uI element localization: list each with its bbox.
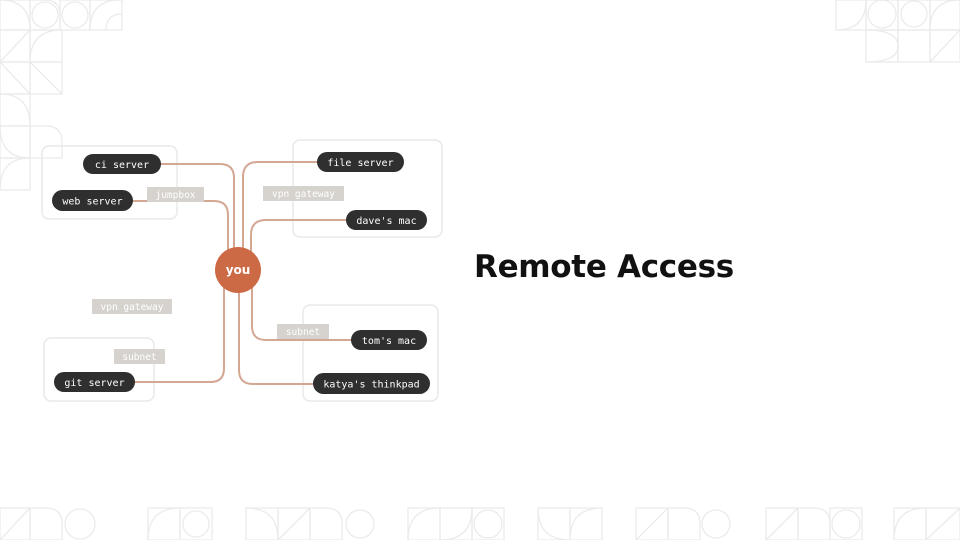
corner-pattern-top-right xyxy=(835,0,960,63)
bottom-pattern xyxy=(0,507,960,540)
connector-ci-server xyxy=(151,163,235,269)
node-katyas-thinkpad: katya's thinkpad xyxy=(313,373,430,394)
hop-label-subnet-left-text: subnet xyxy=(122,352,156,363)
connector-file-server xyxy=(242,161,321,269)
connector-daves-mac xyxy=(250,219,348,269)
node-daves-mac-label: dave's mac xyxy=(356,216,416,227)
node-you: you xyxy=(215,247,261,293)
hop-label-subnet-left: subnet xyxy=(114,349,165,364)
node-file-server-label: file server xyxy=(327,158,393,169)
hop-label-jumpbox: jumpbox xyxy=(147,187,204,202)
slide-title: Remote Access xyxy=(474,249,734,285)
hop-label-vpn-gateway-right: vpn gateway xyxy=(263,186,344,201)
hop-label-vpn-gateway-left-text: vpn gateway xyxy=(101,302,164,313)
connector-katyas-thinkpad xyxy=(238,269,315,385)
node-daves-mac: dave's mac xyxy=(346,210,427,230)
node-ci-server-label: ci server xyxy=(95,160,149,171)
hop-label-subnet-right: subnet xyxy=(277,324,329,339)
group-frame-bottom-left xyxy=(43,337,155,402)
connector-web-server xyxy=(127,200,229,269)
hop-label-vpn-gateway-right-text: vpn gateway xyxy=(272,189,335,200)
node-you-label: you xyxy=(226,263,251,277)
group-frame-top-left xyxy=(41,145,178,220)
corner-pattern-top-left xyxy=(0,0,123,191)
node-git-server: git server xyxy=(54,372,135,392)
node-web-server: web server xyxy=(52,190,133,211)
connector-toms-mac xyxy=(251,269,353,341)
connector-git-server xyxy=(133,269,225,383)
node-toms-mac: tom's mac xyxy=(351,330,427,350)
node-file-server: file server xyxy=(317,152,404,172)
node-git-server-label: git server xyxy=(64,378,124,389)
hop-label-jumpbox-text: jumpbox xyxy=(155,190,195,201)
node-web-server-label: web server xyxy=(62,197,122,208)
node-ci-server: ci server xyxy=(83,154,161,174)
hop-label-vpn-gateway-left: vpn gateway xyxy=(92,299,172,314)
group-frame-bottom-right xyxy=(302,304,439,402)
node-katyas-thinkpad-label: katya's thinkpad xyxy=(323,380,419,391)
node-toms-mac-label: tom's mac xyxy=(362,336,416,347)
hop-label-subnet-right-text: subnet xyxy=(286,327,320,338)
